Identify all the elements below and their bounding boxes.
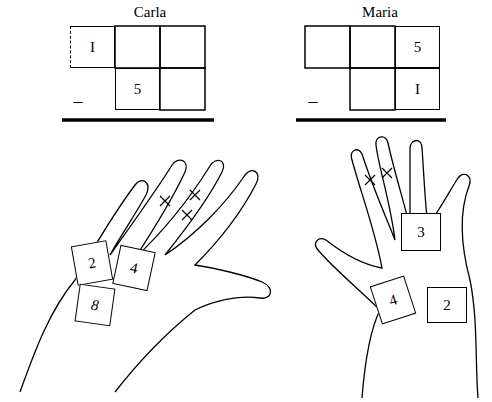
digit-cell: 5 <box>115 68 160 110</box>
digit-card: 4 <box>112 245 156 292</box>
digit: 2 <box>87 255 97 271</box>
empty-cell <box>350 26 395 68</box>
sum-line <box>296 118 446 122</box>
digit-cell: I <box>395 68 440 110</box>
digit: 3 <box>417 225 425 240</box>
empty-cell <box>115 26 160 68</box>
right-hand <box>316 137 478 398</box>
digit: I <box>415 82 420 97</box>
sum-line <box>62 118 214 122</box>
name-heading: Carla <box>134 5 166 20</box>
empty-cell <box>160 26 205 68</box>
name-heading: Maria <box>362 5 398 20</box>
digit: 4 <box>387 292 399 309</box>
digit-cell: 5 <box>395 26 440 68</box>
left-hand <box>20 160 270 392</box>
minus-sign: – <box>309 92 318 110</box>
digit-card: 2 <box>71 240 113 286</box>
digit: 5 <box>134 82 142 97</box>
digit: 5 <box>414 40 422 55</box>
empty-cells <box>115 26 395 110</box>
digit: 4 <box>129 260 139 276</box>
digit-cell: I <box>70 26 115 68</box>
finger-crosses <box>160 168 392 220</box>
digit-card: 3 <box>401 213 441 251</box>
empty-cell <box>305 26 350 68</box>
empty-cell <box>350 68 395 110</box>
digit-card: 8 <box>75 284 116 327</box>
digit: 2 <box>443 298 451 313</box>
empty-cell <box>160 68 205 110</box>
digit: 8 <box>90 297 100 313</box>
minus-sign: – <box>74 92 83 110</box>
digit-card: 2 <box>427 287 467 323</box>
digit: I <box>90 40 95 55</box>
